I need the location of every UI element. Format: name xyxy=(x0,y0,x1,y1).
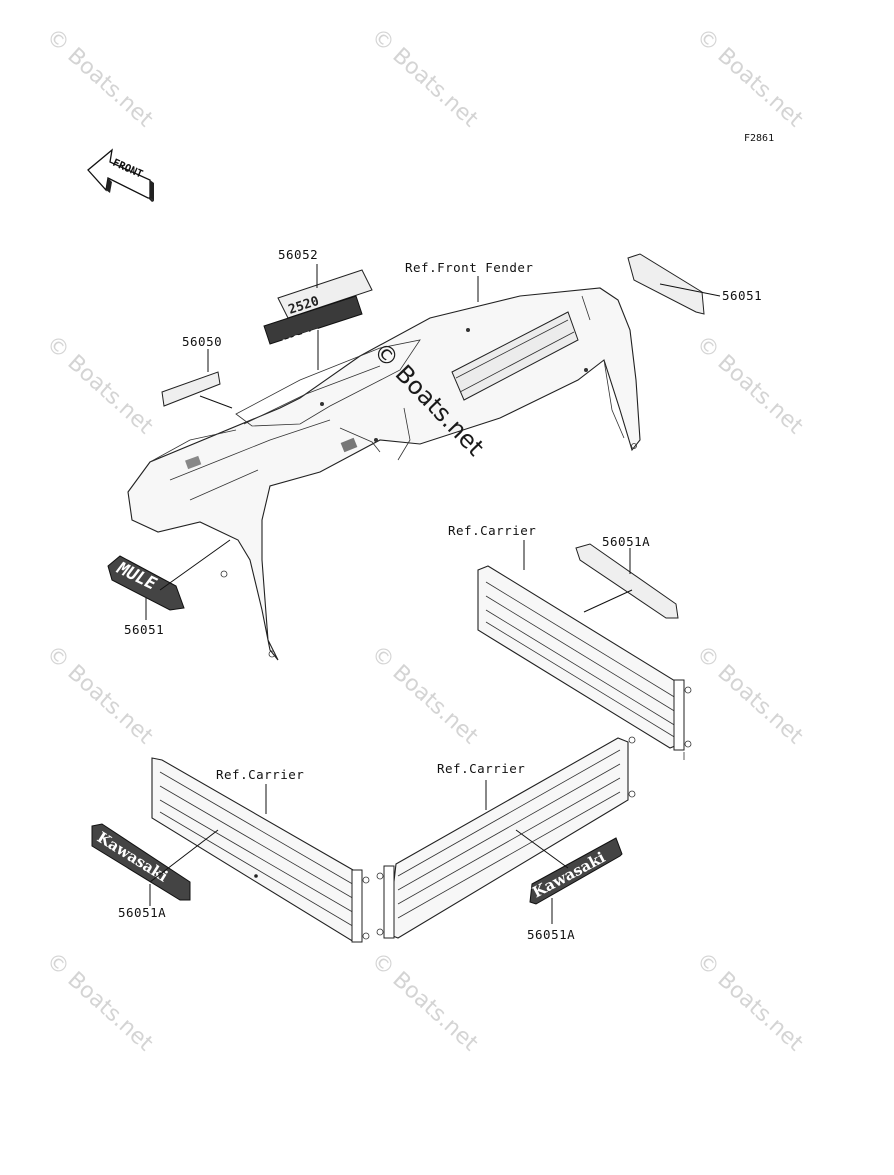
watermark: © Boats.net xyxy=(691,641,808,750)
figure-code: F2861 xyxy=(744,133,774,144)
watermark: © Boats.net xyxy=(691,331,808,440)
callout-56051a-center: 56051A xyxy=(527,927,575,942)
callout-56052: 56052 xyxy=(278,247,318,262)
decal-56050 xyxy=(161,371,221,407)
watermark: © Boats.net xyxy=(41,24,158,133)
watermark: © Boats.net xyxy=(366,24,483,133)
decal-kawasaki-left: Kawasaki xyxy=(91,823,191,901)
watermark: © Boats.net xyxy=(691,948,808,1057)
callout-56051a-left: 56051A xyxy=(118,905,166,920)
callout-carrier-ref-center: Ref.Carrier xyxy=(437,761,525,776)
decal-kawasaki-left-text: Kawasaki xyxy=(94,828,171,886)
watermark: © Boats.net xyxy=(41,948,158,1057)
carrier-gate-center xyxy=(376,736,636,939)
leader-lines xyxy=(145,264,721,924)
callout-fender-ref: Ref.Front Fender xyxy=(405,260,533,275)
carrier-gate-right xyxy=(477,565,692,760)
callout-56050: 56050 xyxy=(182,334,222,349)
watermark: © Boats.net xyxy=(41,641,158,750)
carrier-gate-left xyxy=(151,757,370,943)
front-fender xyxy=(127,287,641,661)
watermark: © Boats.net xyxy=(366,948,483,1057)
watermark: © Boats.net xyxy=(366,641,483,750)
decal-56051a-right-strip xyxy=(575,543,679,619)
watermark: © Boats.net xyxy=(41,331,158,440)
callout-carrier-ref-left: Ref.Carrier xyxy=(216,767,304,782)
callout-56051-mule: 56051 xyxy=(124,622,164,637)
watermark: © Boats.net xyxy=(691,24,808,133)
callout-carrier-ref-right: Ref.Carrier xyxy=(448,523,536,538)
decal-kawasaki-right-text: Kawasaki xyxy=(529,848,608,901)
decal-56051-top xyxy=(627,253,705,315)
callout-56051-top: 56051 xyxy=(722,288,762,303)
callout-56051a-right: 56051A xyxy=(602,534,650,549)
front-arrow-icon: FRONT xyxy=(87,148,154,202)
